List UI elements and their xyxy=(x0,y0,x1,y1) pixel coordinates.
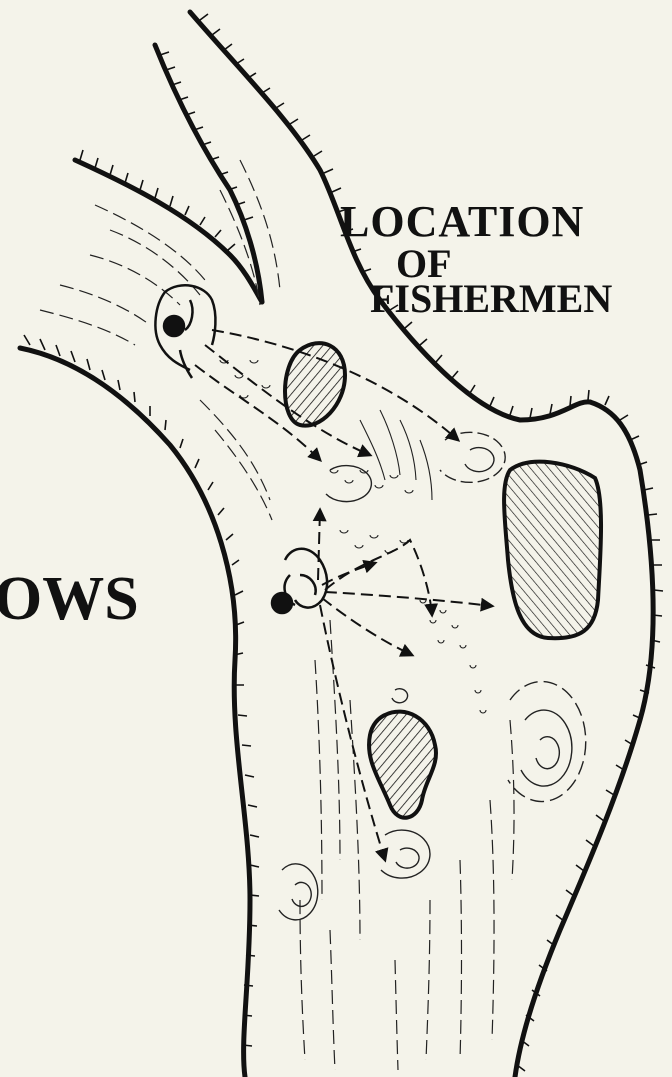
title-line-location: LOCATION xyxy=(340,200,584,244)
eddy-icon xyxy=(508,682,586,802)
rock-icon xyxy=(504,462,601,639)
cast-arrow-icon xyxy=(318,510,320,580)
rock-icon xyxy=(369,712,436,818)
cast-arrow-icon xyxy=(325,540,432,615)
partial-heading-text: OWS xyxy=(0,568,139,630)
cast-arrow-icon xyxy=(322,598,412,655)
eddy-icon xyxy=(279,864,318,920)
title-line-fishermen: FISHERMEN xyxy=(370,279,612,319)
eddy-icon xyxy=(440,432,505,482)
cast-arrow-icon xyxy=(325,592,492,606)
fisherman-upstream-icon xyxy=(155,285,215,378)
upper-left-bank xyxy=(75,160,262,302)
eddy-icon xyxy=(381,830,430,878)
riffle-water xyxy=(220,360,486,713)
fork-bank xyxy=(155,45,262,302)
eddy-icon xyxy=(326,466,371,502)
eddy-icon xyxy=(392,689,408,703)
left-bank xyxy=(20,348,250,1077)
